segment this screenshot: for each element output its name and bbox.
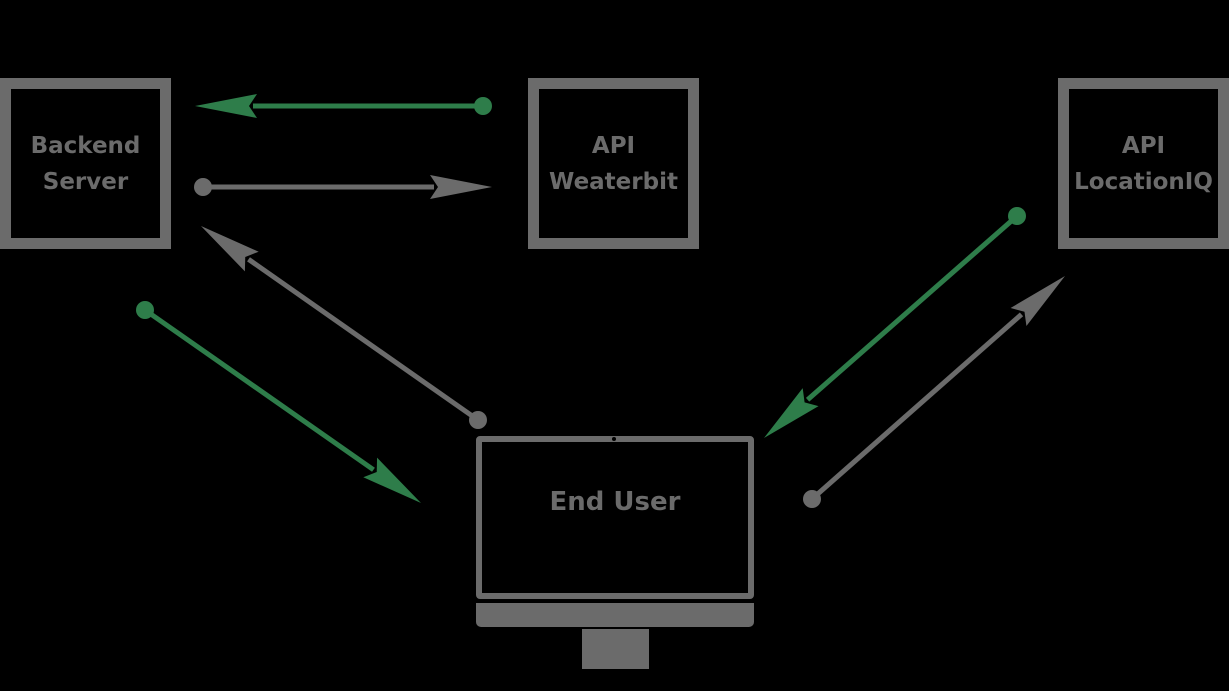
end-user-to-backend-line [247,257,480,423]
api-locationiq-node: API LocationIQ [1058,78,1229,249]
end-user-label: End User [549,486,681,517]
end-user-to-locationiq-arrow [803,276,1065,508]
end-user-monitor-icon: End User [476,436,754,599]
api-weatherbit-label-line1: API [591,132,636,159]
weatherbit-to-backend-arrowhead [195,94,257,118]
locationiq-to-end-user-start-dot [1008,207,1026,225]
end-user-to-locationiq-line [810,312,1024,501]
weatherbit-to-backend-arrow [195,94,492,118]
api-weatherbit-label-line2: Weaterbit [549,168,678,195]
locationiq-to-end-user-line [805,214,1019,402]
backend-to-end-user-line [143,307,375,472]
api-locationiq-label-line2: LocationIQ [1074,168,1213,195]
end-user-to-backend-start-dot [469,411,487,429]
monitor-chin [476,603,754,627]
backend-server-label-line1: Backend [30,132,141,159]
backend-to-end-user-arrowhead [363,457,421,503]
backend-to-weatherbit-arrowhead [430,175,492,199]
end-user-to-locationiq-arrowhead [1010,276,1065,326]
backend-server-label-line2: Server [42,168,129,195]
backend-to-end-user-arrow [136,301,421,503]
end-user-to-locationiq-start-dot [803,490,821,508]
api-locationiq-label-line1: API [1121,132,1166,159]
backend-server-node: Backend Server [0,78,171,249]
locationiq-to-end-user-arrowhead [764,388,819,438]
backend-to-weatherbit-start-dot [194,178,212,196]
backend-to-weatherbit-arrow [194,175,492,199]
weatherbit-to-backend-start-dot [474,97,492,115]
end-user-to-backend-arrow [201,226,487,429]
locationiq-to-end-user-arrow [764,207,1026,438]
monitor-stand [582,629,649,669]
api-weatherbit-node: API Weaterbit [528,78,699,249]
monitor-camera-dot [612,437,616,441]
end-user-to-backend-arrowhead [201,226,259,272]
backend-to-end-user-start-dot [136,301,154,319]
